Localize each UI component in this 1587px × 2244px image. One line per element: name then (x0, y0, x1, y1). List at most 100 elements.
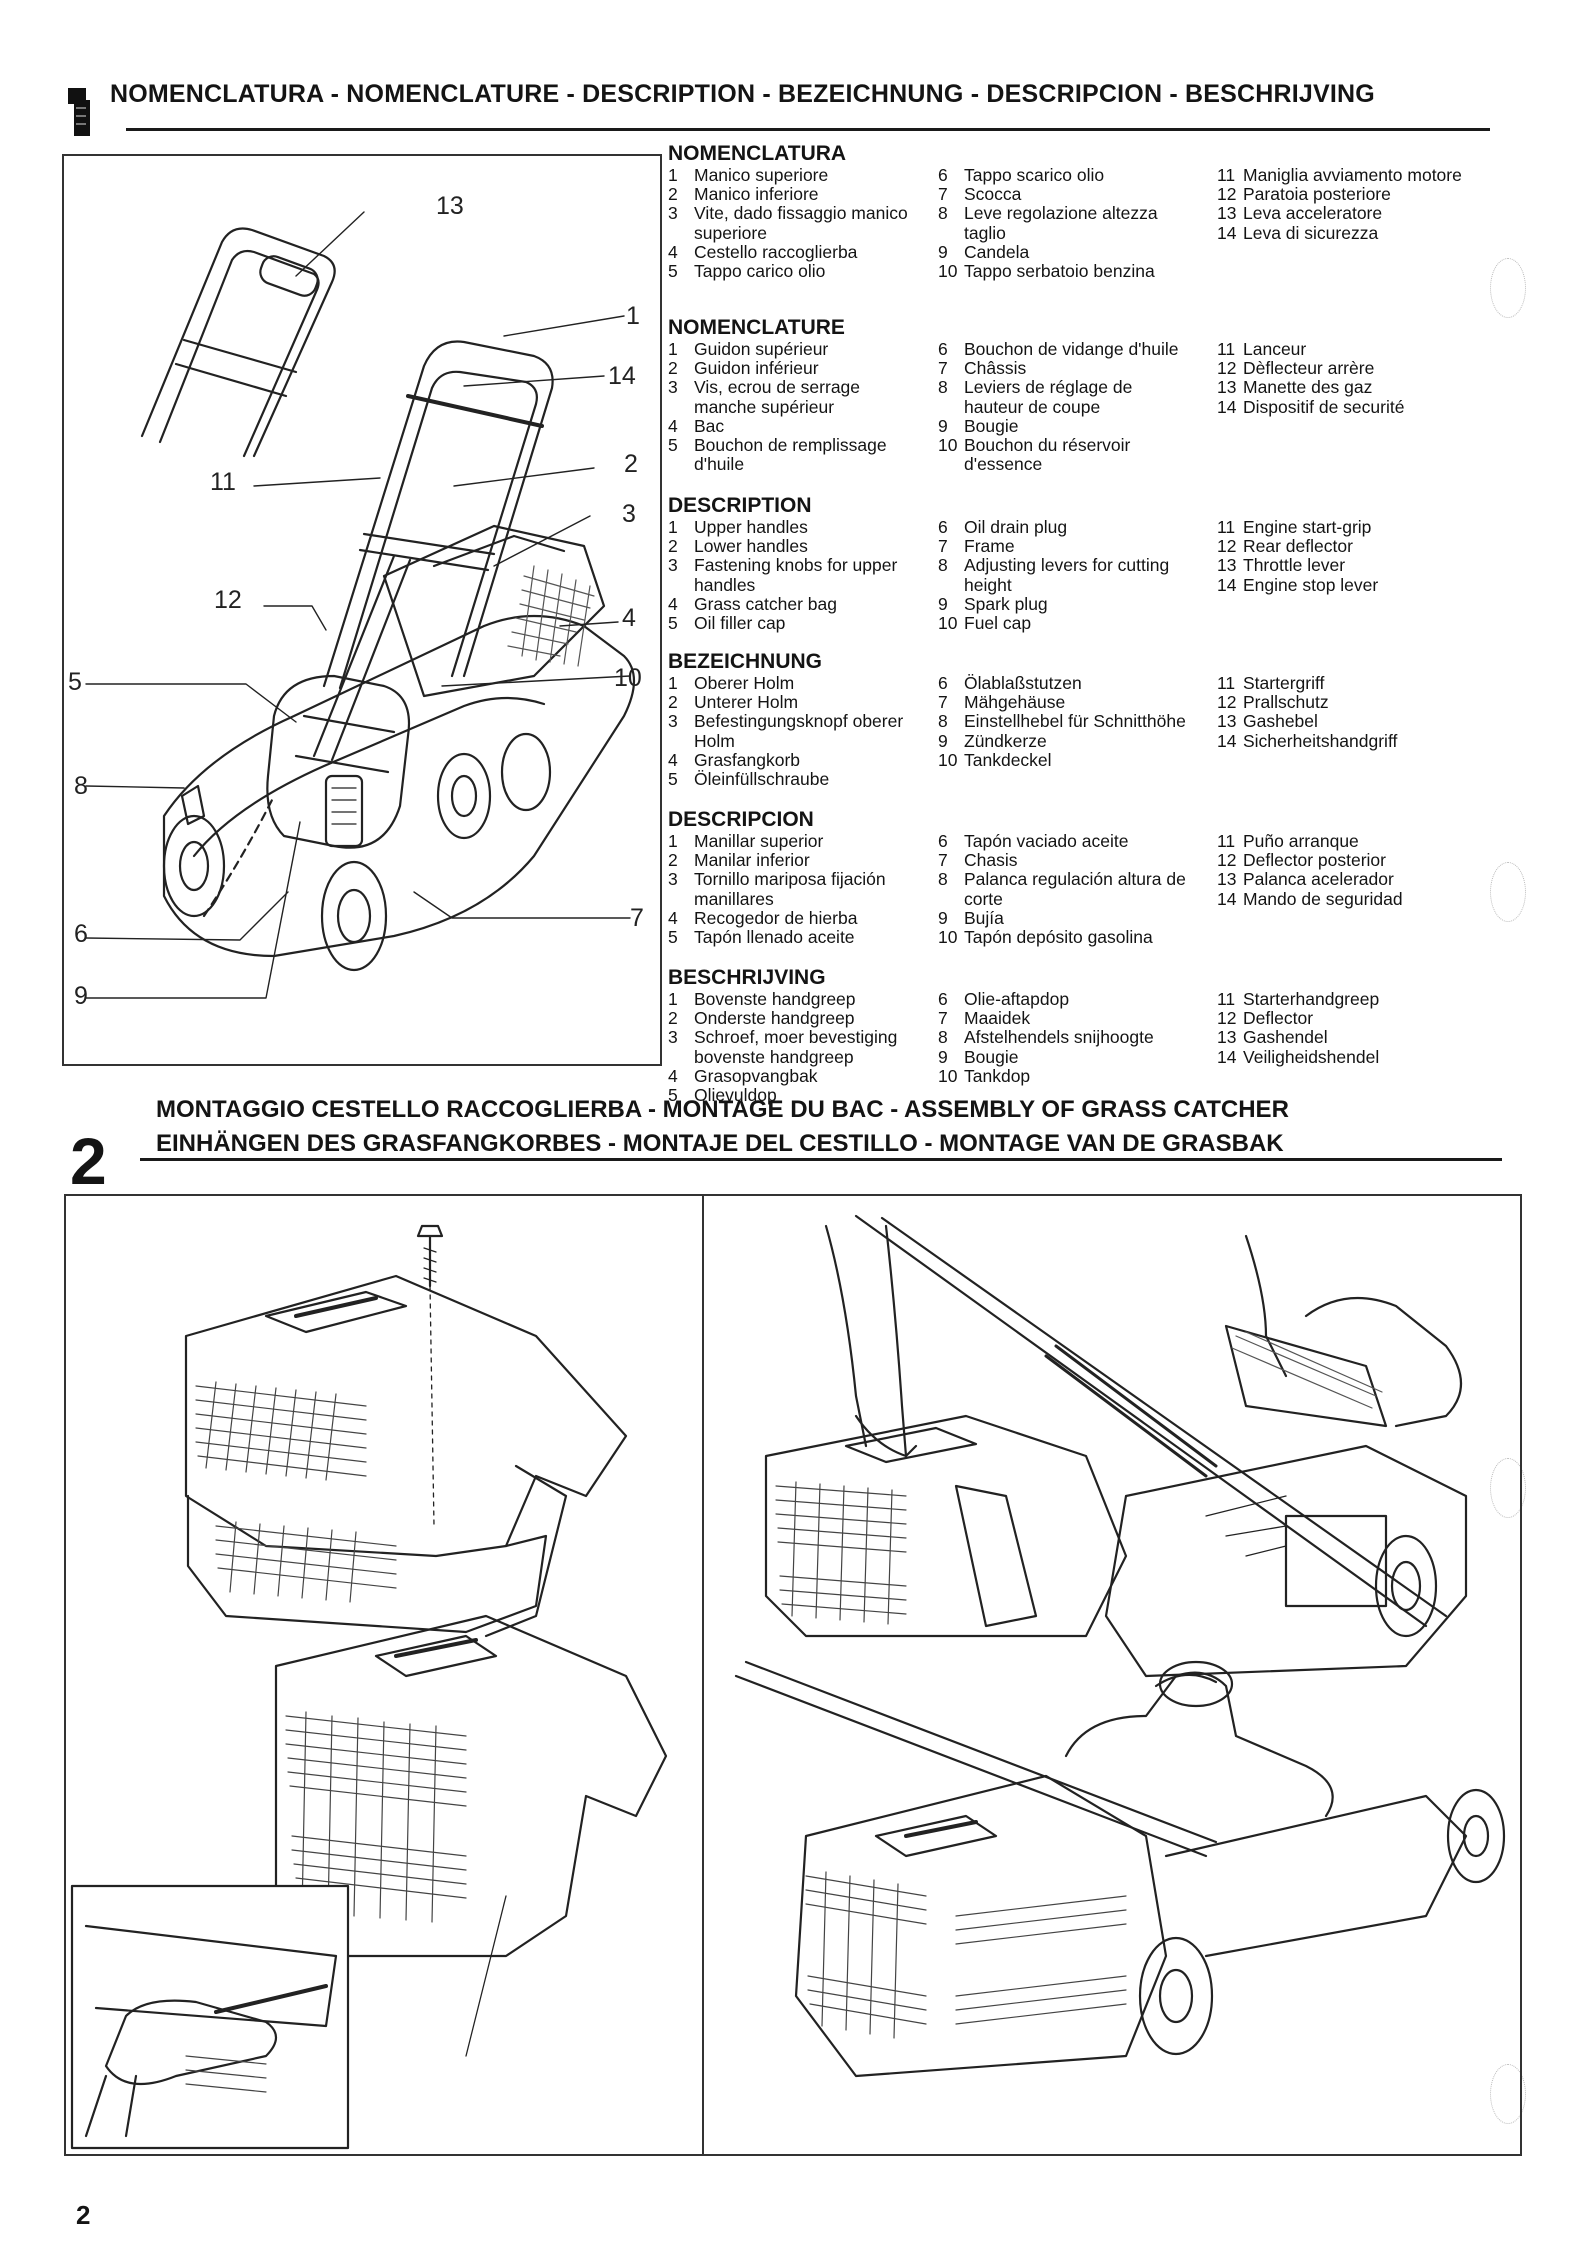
legend-item-number: 10 (938, 1065, 958, 1086)
legend-item-label: Chasis (964, 850, 1018, 871)
punch-hole-mark (1490, 258, 1526, 318)
legend-item-number: 9 (938, 593, 948, 614)
legend-item-label: Veiligheidshendel (1243, 1046, 1380, 1067)
legend-item-number: 9 (938, 1046, 948, 1067)
legend-item-number: 4 (668, 241, 678, 262)
legend-item-number: 10 (938, 613, 958, 634)
legend-item-number: 13 (1217, 377, 1237, 398)
legend-item: 2 Onderste handgreep (668, 1009, 918, 1028)
legend-item-number: 5 (668, 261, 678, 282)
legend-item-number: 1 (668, 989, 678, 1009)
legend-item-number: 1 (668, 165, 678, 185)
legend-item-label: Maaidek (964, 1008, 1031, 1029)
legend-item-label: Bouchon du réservoir d'essence (964, 435, 1131, 475)
legend-item-number: 2 (668, 850, 678, 871)
callout-5: 5 (68, 668, 82, 696)
legend-item: 7 Maaidek (938, 1009, 1193, 1028)
legend-item-label: Manico inferiore (694, 184, 819, 205)
section-2-title-line-1: MONTAGGIO CESTELLO RACCOGLIERBA - MONTAG… (156, 1096, 1289, 1123)
legend-item-number: 3 (668, 711, 678, 732)
legend-item-number: 8 (938, 555, 948, 576)
legend-item-number: 10 (938, 435, 958, 456)
legend-item-number: 2 (668, 358, 678, 379)
legend-item-number: 5 (668, 927, 678, 948)
legend-item-label: Recogedor de hierba (694, 907, 858, 928)
legend-item-number: 7 (938, 1008, 948, 1029)
legend-item-label: Grasopvangbak (694, 1065, 818, 1086)
legend-item-number: 6 (938, 339, 948, 359)
legend-item-number: 11 (1217, 673, 1236, 693)
legend-item-number: 11 (1217, 989, 1236, 1009)
legend-item-number: 2 (668, 536, 678, 557)
legend-item-label: Grasfangkorb (694, 749, 801, 770)
legend-item-number: 12 (1217, 358, 1237, 379)
callout-13: 13 (436, 192, 464, 220)
legend-item-label: Onderste handgreep (694, 1008, 855, 1029)
callout-8: 8 (74, 772, 88, 800)
legend-item-label: Engine start-grip (1243, 517, 1372, 537)
legend-item-number: 3 (668, 555, 678, 576)
legend-item-label: Zündkerze (964, 730, 1047, 751)
legend-language-title: DESCRIPCION (668, 808, 814, 831)
callout-1: 1 (626, 302, 640, 330)
legend-item-label: Bac (694, 415, 725, 436)
legend-item-number: 4 (668, 1065, 678, 1086)
legend-item-label: Vite, dado fissaggio manico superiore (694, 203, 908, 243)
legend-item-label: Engine stop lever (1243, 574, 1379, 595)
legend-item-label: Adjusting levers for cutting height (964, 555, 1170, 595)
legend-item-label: Puño arranque (1243, 831, 1359, 851)
legend-item-number: 9 (938, 907, 948, 928)
legend-item-label: Guidon inférieur (694, 358, 819, 379)
legend-item-number: 4 (668, 907, 678, 928)
legend-item-number: 9 (938, 730, 948, 751)
legend-item-number: 3 (668, 377, 678, 398)
legend-item-label: Mähgehäuse (964, 692, 1066, 713)
section-1-marker-icon (68, 88, 90, 136)
legend-item-label: Bougie (964, 415, 1019, 436)
mower-nomenclature-figure: 13 1 14 2 11 3 12 4 5 10 8 6 7 9 (62, 154, 662, 1066)
section-2-number: 2 (70, 1124, 107, 1198)
legend-item-number: 9 (938, 415, 948, 436)
legend-item-label: Palanca acelerador (1243, 869, 1394, 890)
legend-item-label: Tornillo mariposa fijación manillares (694, 869, 886, 909)
legend-item-number: 5 (668, 613, 678, 634)
legend-language-title: NOMENCLATURE (668, 316, 845, 339)
legend-item-number: 2 (668, 1008, 678, 1029)
page-number: 2 (76, 2200, 91, 2230)
